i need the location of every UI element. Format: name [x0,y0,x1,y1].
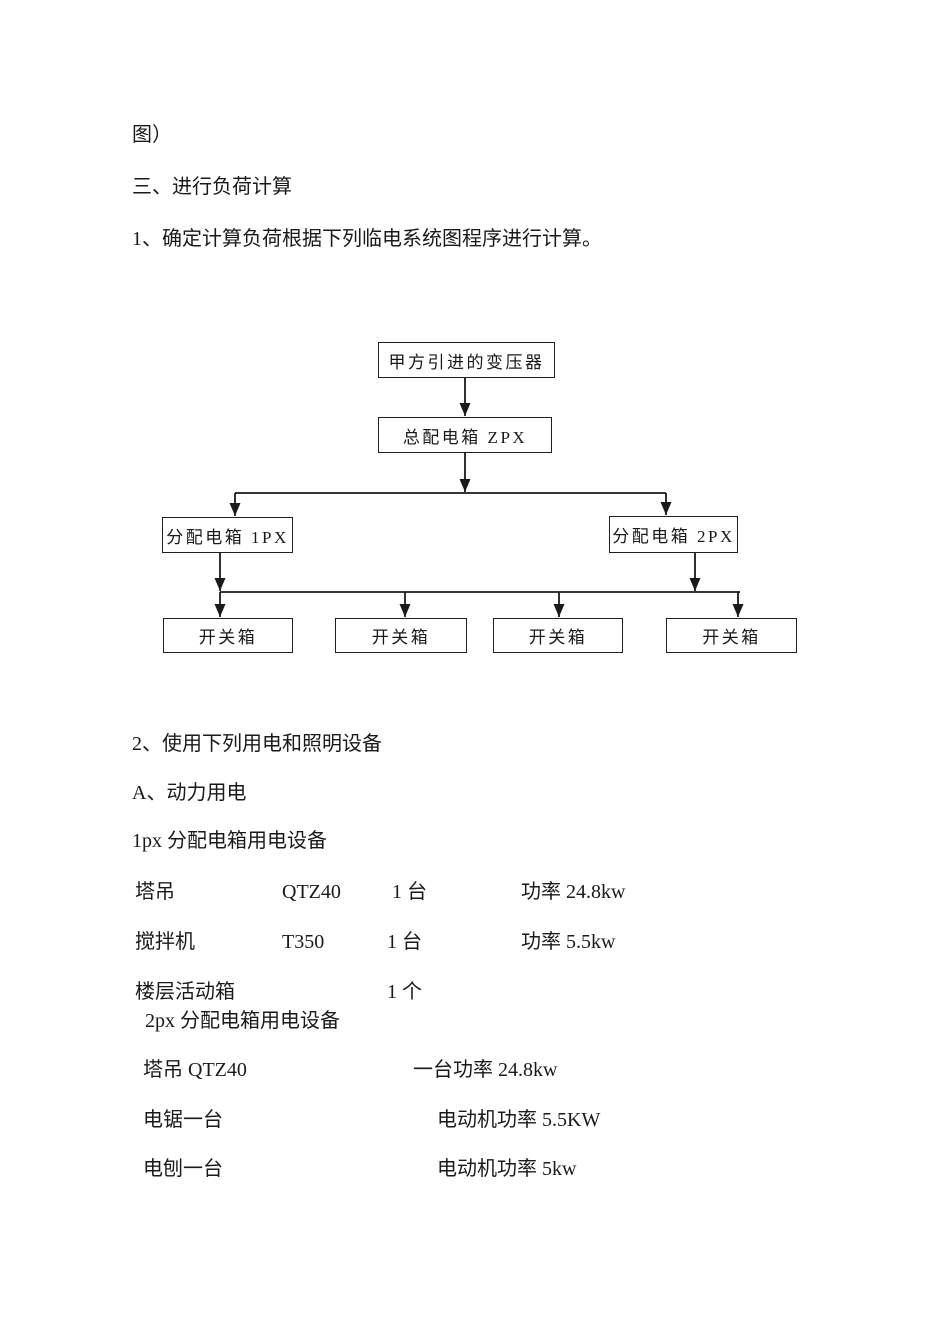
equipment-name: 搅拌机 [135,931,195,953]
equipment-power: 电动机功率 5.5KW [437,1109,601,1131]
equipment-power: 电动机功率 5kw [437,1158,577,1180]
equipment-name: 电刨一台 [143,1158,223,1180]
equipment-power: 功率 5.5kw [521,931,616,953]
equipment-qty: 1 台 [392,881,427,903]
equipment-qty: 1 台 [387,931,422,953]
heading-1px-devices: 1px 分配电箱用电设备 [132,830,327,852]
box-switch-3: 开关箱 [493,618,623,653]
box-distribution-1px: 分配电箱 1PX [162,517,293,553]
box-switch-1: 开关箱 [163,618,293,653]
box-switch-4: 开关箱 [666,618,797,653]
heading-power-usage-a: A、动力用电 [132,782,247,804]
heading-2px-devices: 2px 分配电箱用电设备 [145,1010,340,1032]
equipment-model: QTZ40 [282,881,341,903]
equipment-power: 功率 24.8kw [521,881,626,903]
paragraph-item-2: 2、使用下列用电和照明设备 [132,733,382,755]
equipment-name: 楼层活动箱 [135,981,235,1003]
equipment-qty: 1 个 [387,981,422,1003]
equipment-name: 电锯一台 [143,1109,223,1131]
figure-caption-tail: 图） [132,124,172,146]
equipment-model: T350 [282,931,325,953]
equipment-name: 塔吊 [135,881,175,903]
equipment-name: 塔吊 QTZ40 [143,1059,247,1081]
equipment-power: 一台功率 24.8kw [413,1059,558,1081]
box-distribution-2px: 分配电箱 2PX [609,516,738,553]
section-3-heading: 三、进行负荷计算 [132,176,292,198]
box-switch-2: 开关箱 [335,618,467,653]
paragraph-item-1: 1、确定计算负荷根据下列临电系统图程序进行计算。 [132,228,602,250]
box-transformer: 甲方引进的变压器 [378,342,555,378]
box-main-distribution: 总配电箱 ZPX [378,417,552,453]
